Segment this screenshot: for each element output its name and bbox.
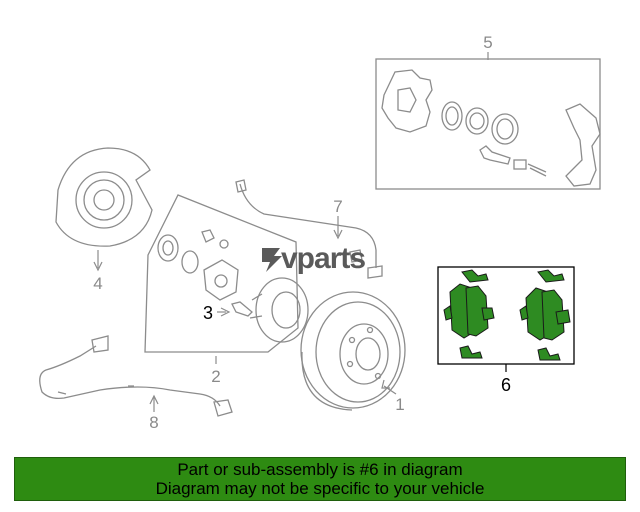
abs-sensor-wire[interactable] xyxy=(39,335,233,417)
callout-2: 2 xyxy=(211,367,220,386)
callout-5: 5 xyxy=(483,33,492,52)
backing-plate[interactable] xyxy=(55,147,153,247)
caliper-assembly-group[interactable] xyxy=(375,52,601,190)
brake-pads-highlighted[interactable] xyxy=(437,266,575,365)
banner-line-2: Diagram may not be specific to your vehi… xyxy=(155,479,485,498)
callout-3: 3 xyxy=(203,303,213,323)
info-banner: Part or sub-assembly is #6 in diagram Di… xyxy=(14,457,626,501)
callout-7: 7 xyxy=(333,197,342,216)
brake-rotor[interactable] xyxy=(300,291,406,411)
brake-hose[interactable] xyxy=(235,179,383,279)
vparts-logo: vparts xyxy=(262,242,366,275)
callout-1: 1 xyxy=(395,395,404,414)
callout-6: 6 xyxy=(501,375,511,395)
callout-4: 4 xyxy=(93,274,102,293)
logo-text: vparts xyxy=(281,242,365,275)
hub-assembly-outline xyxy=(144,194,299,353)
parts-diagram: 5 4 3 2 7 xyxy=(39,33,601,432)
hub-parts[interactable] xyxy=(157,229,309,343)
banner-line-1: Part or sub-assembly is #6 in diagram xyxy=(177,460,463,479)
callout-8: 8 xyxy=(149,413,158,432)
